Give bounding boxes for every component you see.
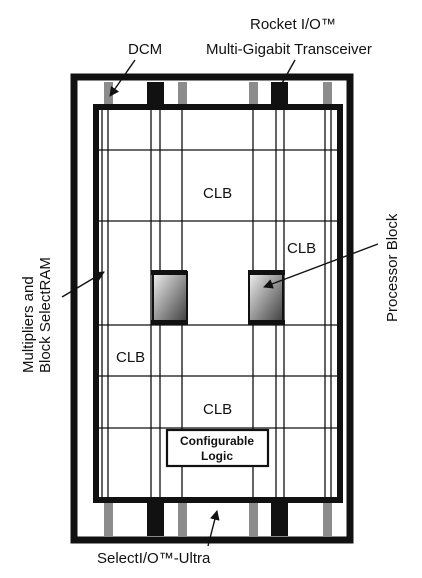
processor-block-left [151, 270, 188, 325]
configurable-logic-label-1: Configurable [180, 434, 254, 448]
top-io-segments [104, 82, 332, 106]
multipliers-label-2: Block SelectRAM [37, 257, 54, 373]
outer-io-frame [70, 73, 354, 544]
rocket-io-arrow [275, 59, 296, 95]
clb-label-right: CLB [287, 240, 316, 257]
bottom-io-segments [104, 501, 332, 536]
clb-label-bottom: CLB [203, 401, 232, 418]
clb-label-left: CLB [116, 349, 145, 366]
callout-arrows [61, 59, 379, 547]
clb-label-top: CLB [203, 185, 232, 202]
selectio-label: SelectI/O™-Ultra [97, 550, 211, 567]
multipliers-arrow [61, 271, 105, 298]
multipliers-label-1: Multipliers and [20, 276, 37, 373]
clb-row-dividers [99, 149, 337, 429]
dcm-label: DCM [128, 41, 162, 58]
processor-arrow [263, 243, 379, 289]
dcm-arrow [109, 59, 136, 97]
processor-block-label: Processor Block [384, 213, 401, 322]
configurable-logic-label-2: Logic [201, 449, 233, 463]
rocket-io-label-1: Rocket I/O™ [250, 16, 336, 33]
rocket-io-label-2: Multi-Gigabit Transceiver [206, 41, 372, 58]
selectio-arrow [207, 510, 220, 547]
configurable-logic-box [165, 428, 270, 468]
processor-block-right [248, 270, 285, 325]
